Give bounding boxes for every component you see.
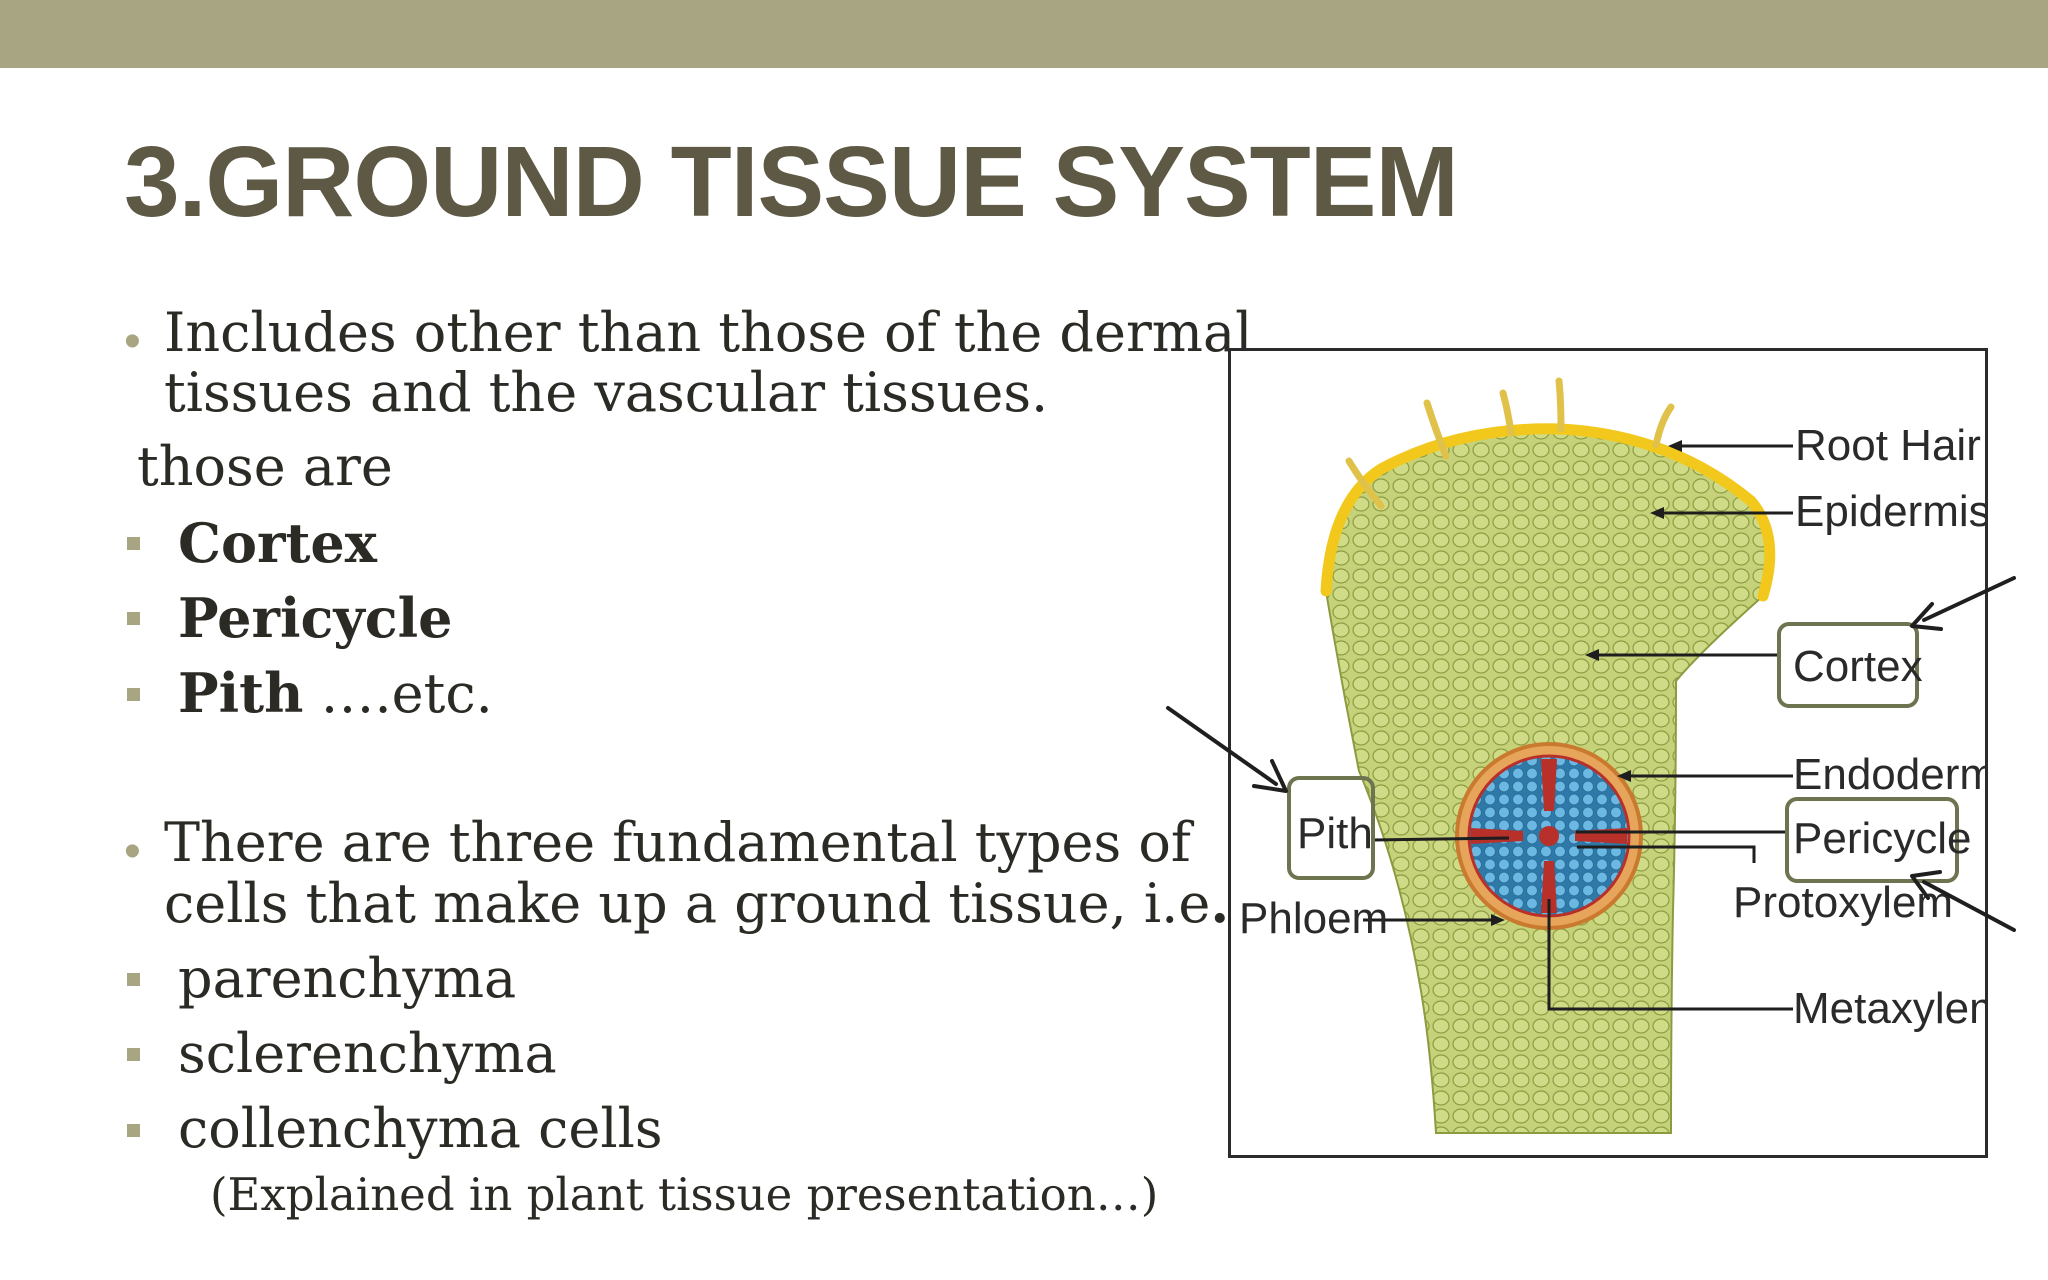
leader-arrowheads — [1491, 440, 1682, 926]
those-are-text: those are — [137, 435, 393, 498]
list-marker — [127, 1048, 140, 1061]
label-protoxylem: Protoxylem — [1733, 878, 1953, 927]
cortex-label-box — [1777, 622, 1919, 708]
top-accent-bar — [0, 0, 2048, 68]
arrow-to-pericycle — [1922, 880, 2016, 932]
list-item-collenchyma: collenchyma cells — [178, 1097, 663, 1160]
label-endodermis: Endodermis — [1793, 750, 1985, 799]
slide-title: 3.GROUND TISSUE SYSTEM — [124, 126, 1459, 238]
pericycle-label-box — [1785, 797, 1959, 883]
list-item-pith-suffix: ….etc. — [320, 662, 493, 725]
label-root-hair: Root Hair — [1795, 421, 1981, 470]
list-item-pericycle: Pericycle — [178, 586, 453, 650]
label-cortex: Cortex — [1793, 642, 1923, 691]
pith-label-box — [1287, 776, 1375, 880]
leader-lines — [1363, 444, 1793, 1011]
bullet-1-line-1: Includes other than those of the dermal — [164, 301, 1253, 364]
bullet-2-line-2-period: . — [1210, 871, 1230, 935]
bullet-marker: • — [124, 315, 141, 368]
list-marker — [127, 973, 140, 986]
slide-text-content: • Includes other than those of the derma… — [124, 306, 1252, 1221]
list-marker — [127, 612, 140, 625]
root-cross-section-figure: Root Hair Epidermis Cortex Endodermis Pe… — [1228, 348, 1988, 1158]
list-item-pith-name: Pith — [178, 661, 304, 725]
label-pith: Pith — [1297, 809, 1373, 858]
list-item-parenchyma: parenchyma — [178, 947, 517, 1010]
arrow-to-cortex — [1922, 576, 2016, 622]
bullet-2-line-2-text: cells that make up a ground tissue, i.e — [164, 872, 1211, 935]
bullet-1-line-2: tissues and the vascular tissues. — [164, 361, 1049, 424]
list-marker — [127, 688, 140, 701]
label-epidermis: Epidermis — [1795, 487, 1985, 536]
label-phloem: Phloem — [1239, 894, 1388, 943]
arrowhead-pericycle — [1910, 870, 1942, 900]
label-metaxylem: Metaxylem — [1793, 984, 1985, 1033]
bullet-marker: • — [124, 825, 141, 878]
list-item-pith: Pith ….etc. — [178, 666, 493, 721]
root-hairs — [1345, 377, 1675, 510]
arrow-to-pith — [1166, 706, 1278, 786]
list-item-cortex: Cortex — [178, 511, 377, 575]
bullet-2-line-2: cells that make up a ground tissue, i.e. — [164, 876, 1229, 931]
bullet-2-line-1: There are three fundamental types of — [164, 811, 1191, 874]
label-pericycle: Pericycle — [1793, 814, 1972, 863]
list-item-sclerenchyma: sclerenchyma — [178, 1022, 557, 1085]
arrowhead-cortex — [1910, 602, 1943, 631]
xylem-arms — [1471, 759, 1627, 913]
list-marker — [127, 1124, 140, 1137]
footnote-text: (Explained in plant tissue presentation…… — [210, 1168, 1159, 1221]
arrowhead-pith — [1252, 759, 1288, 793]
root-diagram-svg: Root Hair Epidermis Cortex Endodermis Pe… — [1239, 377, 1985, 1134]
list-marker — [127, 537, 140, 550]
